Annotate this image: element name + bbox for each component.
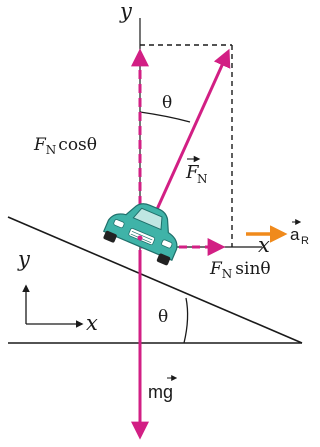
theta-arc-top <box>139 111 191 123</box>
x-axis-label: x <box>258 233 270 257</box>
accel-label: a R <box>290 219 309 247</box>
svg-text:F: F <box>185 162 200 183</box>
svg-text:N: N <box>197 172 208 186</box>
incline-surface <box>7 216 303 344</box>
theta-arc-bottom <box>183 297 189 344</box>
car-icon <box>102 203 178 266</box>
svg-text:a: a <box>290 225 300 244</box>
svg-text:R: R <box>301 235 309 247</box>
fn-vector-label: F N <box>185 155 208 186</box>
ref-x-label: x <box>86 311 98 335</box>
theta-top-label: θ <box>162 93 172 113</box>
svg-text:mg: mg <box>148 382 173 402</box>
ref-y-label: y <box>17 247 31 271</box>
mg-label: mg <box>148 375 178 402</box>
theta-bottom-label: θ <box>158 307 168 327</box>
y-axis-label: y <box>119 0 133 23</box>
